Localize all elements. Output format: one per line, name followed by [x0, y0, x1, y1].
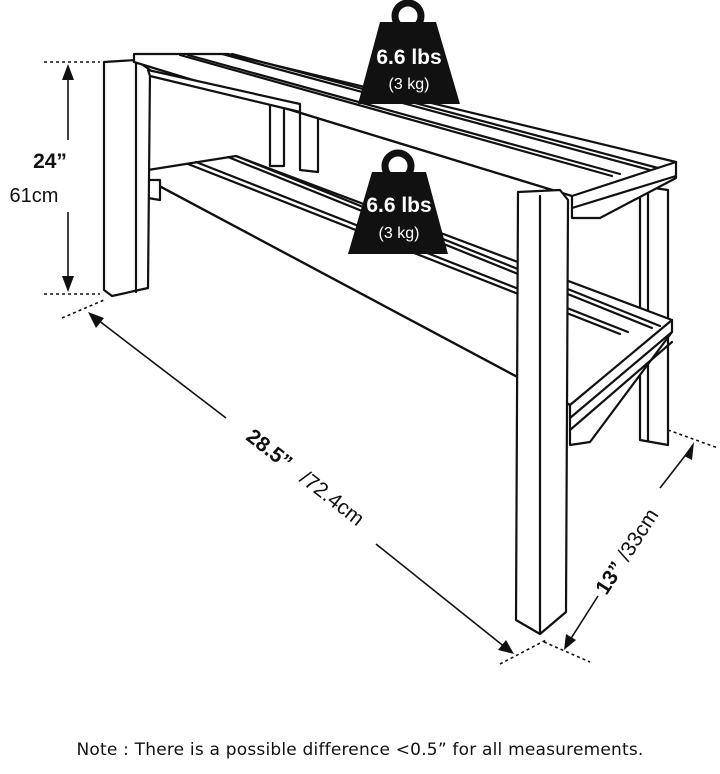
- height-metric-label: 61cm: [10, 185, 59, 207]
- width-metric-label: /72.4cm: [295, 467, 368, 531]
- width-label-group: 28.5” /72.4cm: [242, 425, 369, 531]
- top-weight-kg: (3 kg): [389, 76, 430, 93]
- front-right-leg: [514, 188, 570, 636]
- top-shelf: [132, 52, 678, 220]
- top-shelf-weight-tag: 6.6 lbs (3 kg): [358, 0, 460, 104]
- depth-metric-label: /33cm: [613, 505, 663, 565]
- width-imperial-label: 28.5”: [242, 425, 297, 475]
- depth-label-group: 13” /33cm: [591, 505, 663, 599]
- depth-imperial-label: 13”: [591, 558, 629, 599]
- height-imperial-label: 24”: [33, 150, 67, 173]
- front-left-leg: [102, 58, 152, 298]
- weight-icon: [358, 22, 460, 104]
- bottom-weight-kg: (3 kg): [379, 225, 420, 242]
- depth-dimension: [543, 429, 719, 663]
- height-dimension: [44, 61, 100, 295]
- bottom-weight-lbs: 6.6 lbs: [366, 194, 431, 217]
- width-dimension: [61, 299, 547, 665]
- top-weight-lbs: 6.6 lbs: [376, 46, 441, 69]
- bottom-shelf-weight-tag: 6.6 lbs (3 kg): [348, 149, 448, 254]
- weight-icon: [348, 172, 448, 254]
- measurement-note: Note : There is a possible difference <0…: [76, 740, 644, 760]
